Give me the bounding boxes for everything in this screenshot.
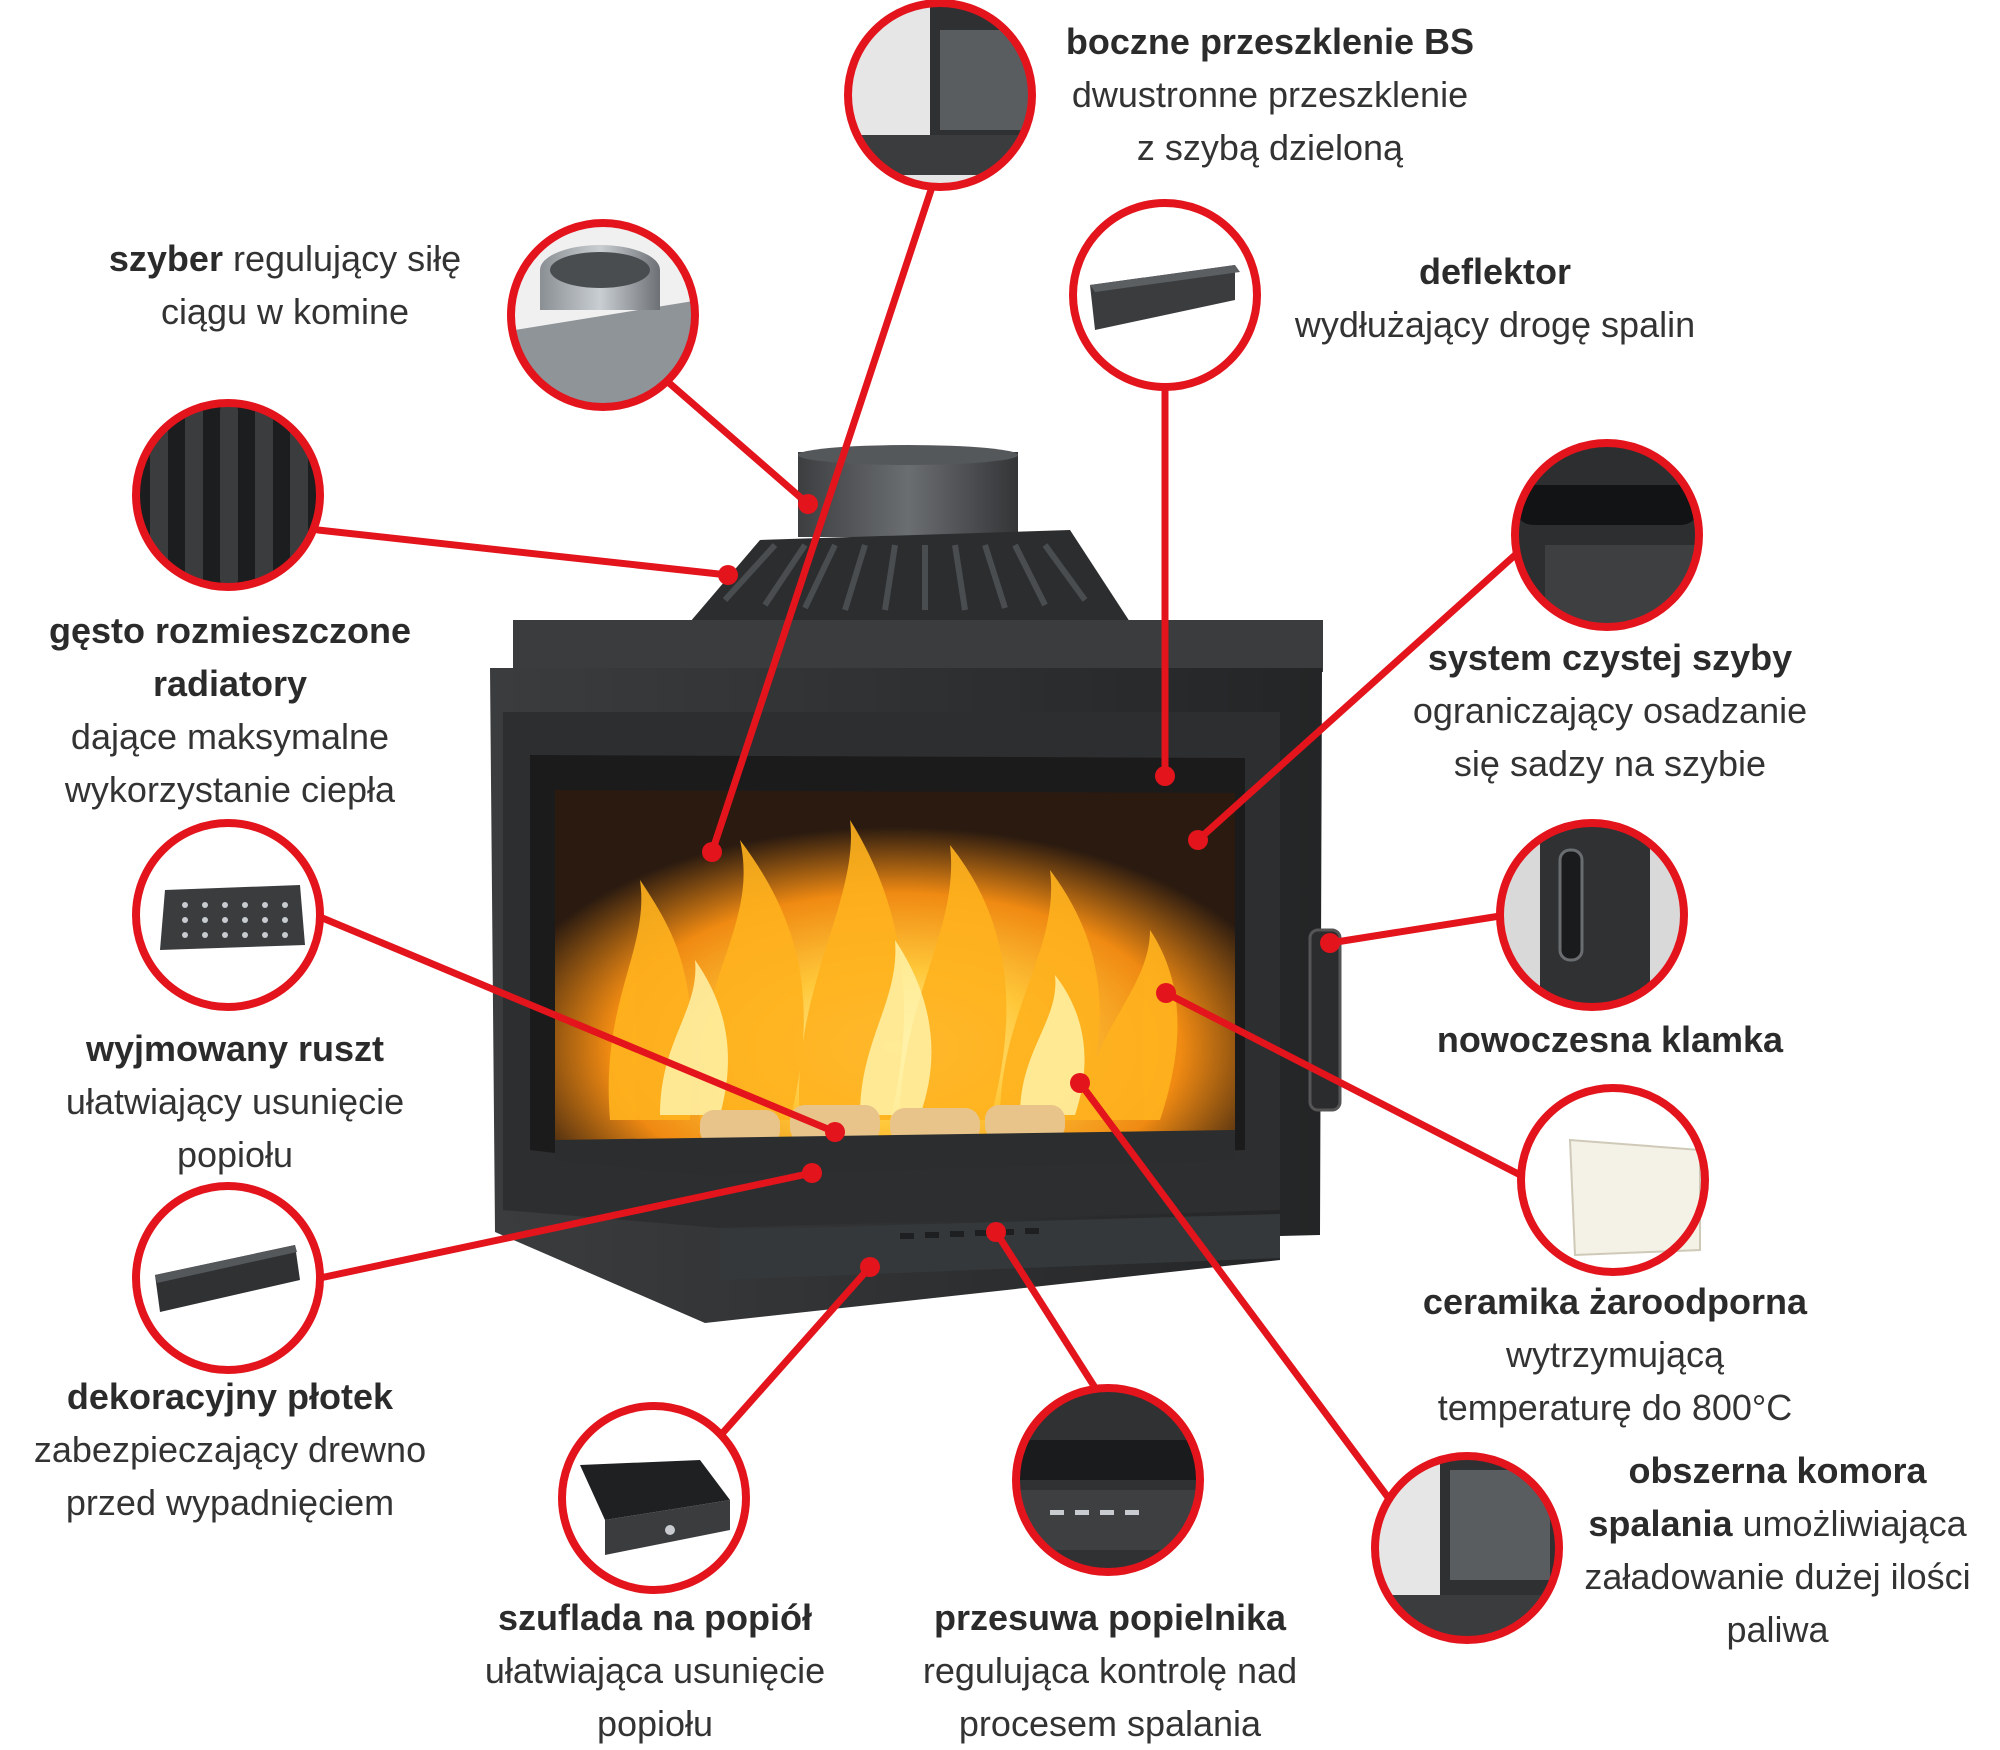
- fireplace-insert: [490, 445, 1342, 1323]
- callout-ash-slider: [1012, 1384, 1204, 1576]
- callout-grate: [132, 819, 324, 1011]
- label-grate: wyjmowany ruszt ułatwiający usunięcie po…: [65, 1028, 405, 1175]
- callout-radiators: [132, 399, 324, 591]
- label-ash-slider: przesuwa popielnika regulująca kontrolę …: [922, 1597, 1298, 1744]
- callout-ceramic: [1517, 1084, 1709, 1276]
- label-radiators: gęsto rozmieszczone radiatory dające mak…: [48, 610, 412, 810]
- callout-side-glazing: [844, 0, 1036, 191]
- door-handle: [1308, 928, 1342, 1112]
- callout-ash-drawer: [558, 1402, 750, 1594]
- callout-fence: [132, 1182, 324, 1374]
- callout-handle: [1496, 819, 1688, 1011]
- ash-drawer-front: [720, 1214, 1280, 1280]
- label-fence: dekoracyjny płotek zabezpieczający drewn…: [33, 1376, 427, 1523]
- label-ceramic: ceramika żaroodporna wytrzymującą temper…: [1422, 1281, 1808, 1428]
- callout-clean-glass: [1511, 439, 1703, 631]
- label-ash-drawer: szuflada na popiół ułatwiająca usunięcie…: [484, 1597, 826, 1744]
- label-chamber: obszerna komora spalania umożliwiająca z…: [1584, 1450, 1971, 1650]
- callout-chamber: [1371, 1452, 1563, 1644]
- label-damper: szyber regulujący siłę ciągu w komine: [108, 238, 462, 332]
- label-clean-glass: system czystej szyby ograniczający osadz…: [1412, 637, 1808, 784]
- callout-deflector: [1069, 199, 1261, 391]
- label-handle: nowoczesna klamka: [1436, 1019, 1784, 1060]
- callout-damper: [507, 219, 699, 411]
- leader-dots: [702, 494, 1340, 1277]
- label-deflector: deflektor wydłużający drogę spalin: [1294, 251, 1696, 345]
- chimney-collar: [798, 452, 1018, 537]
- leader-lines: [314, 183, 1538, 1504]
- label-side-glazing: boczne przeszklenie BS dwustronne przesz…: [1065, 21, 1475, 168]
- top-plate: [513, 620, 1323, 672]
